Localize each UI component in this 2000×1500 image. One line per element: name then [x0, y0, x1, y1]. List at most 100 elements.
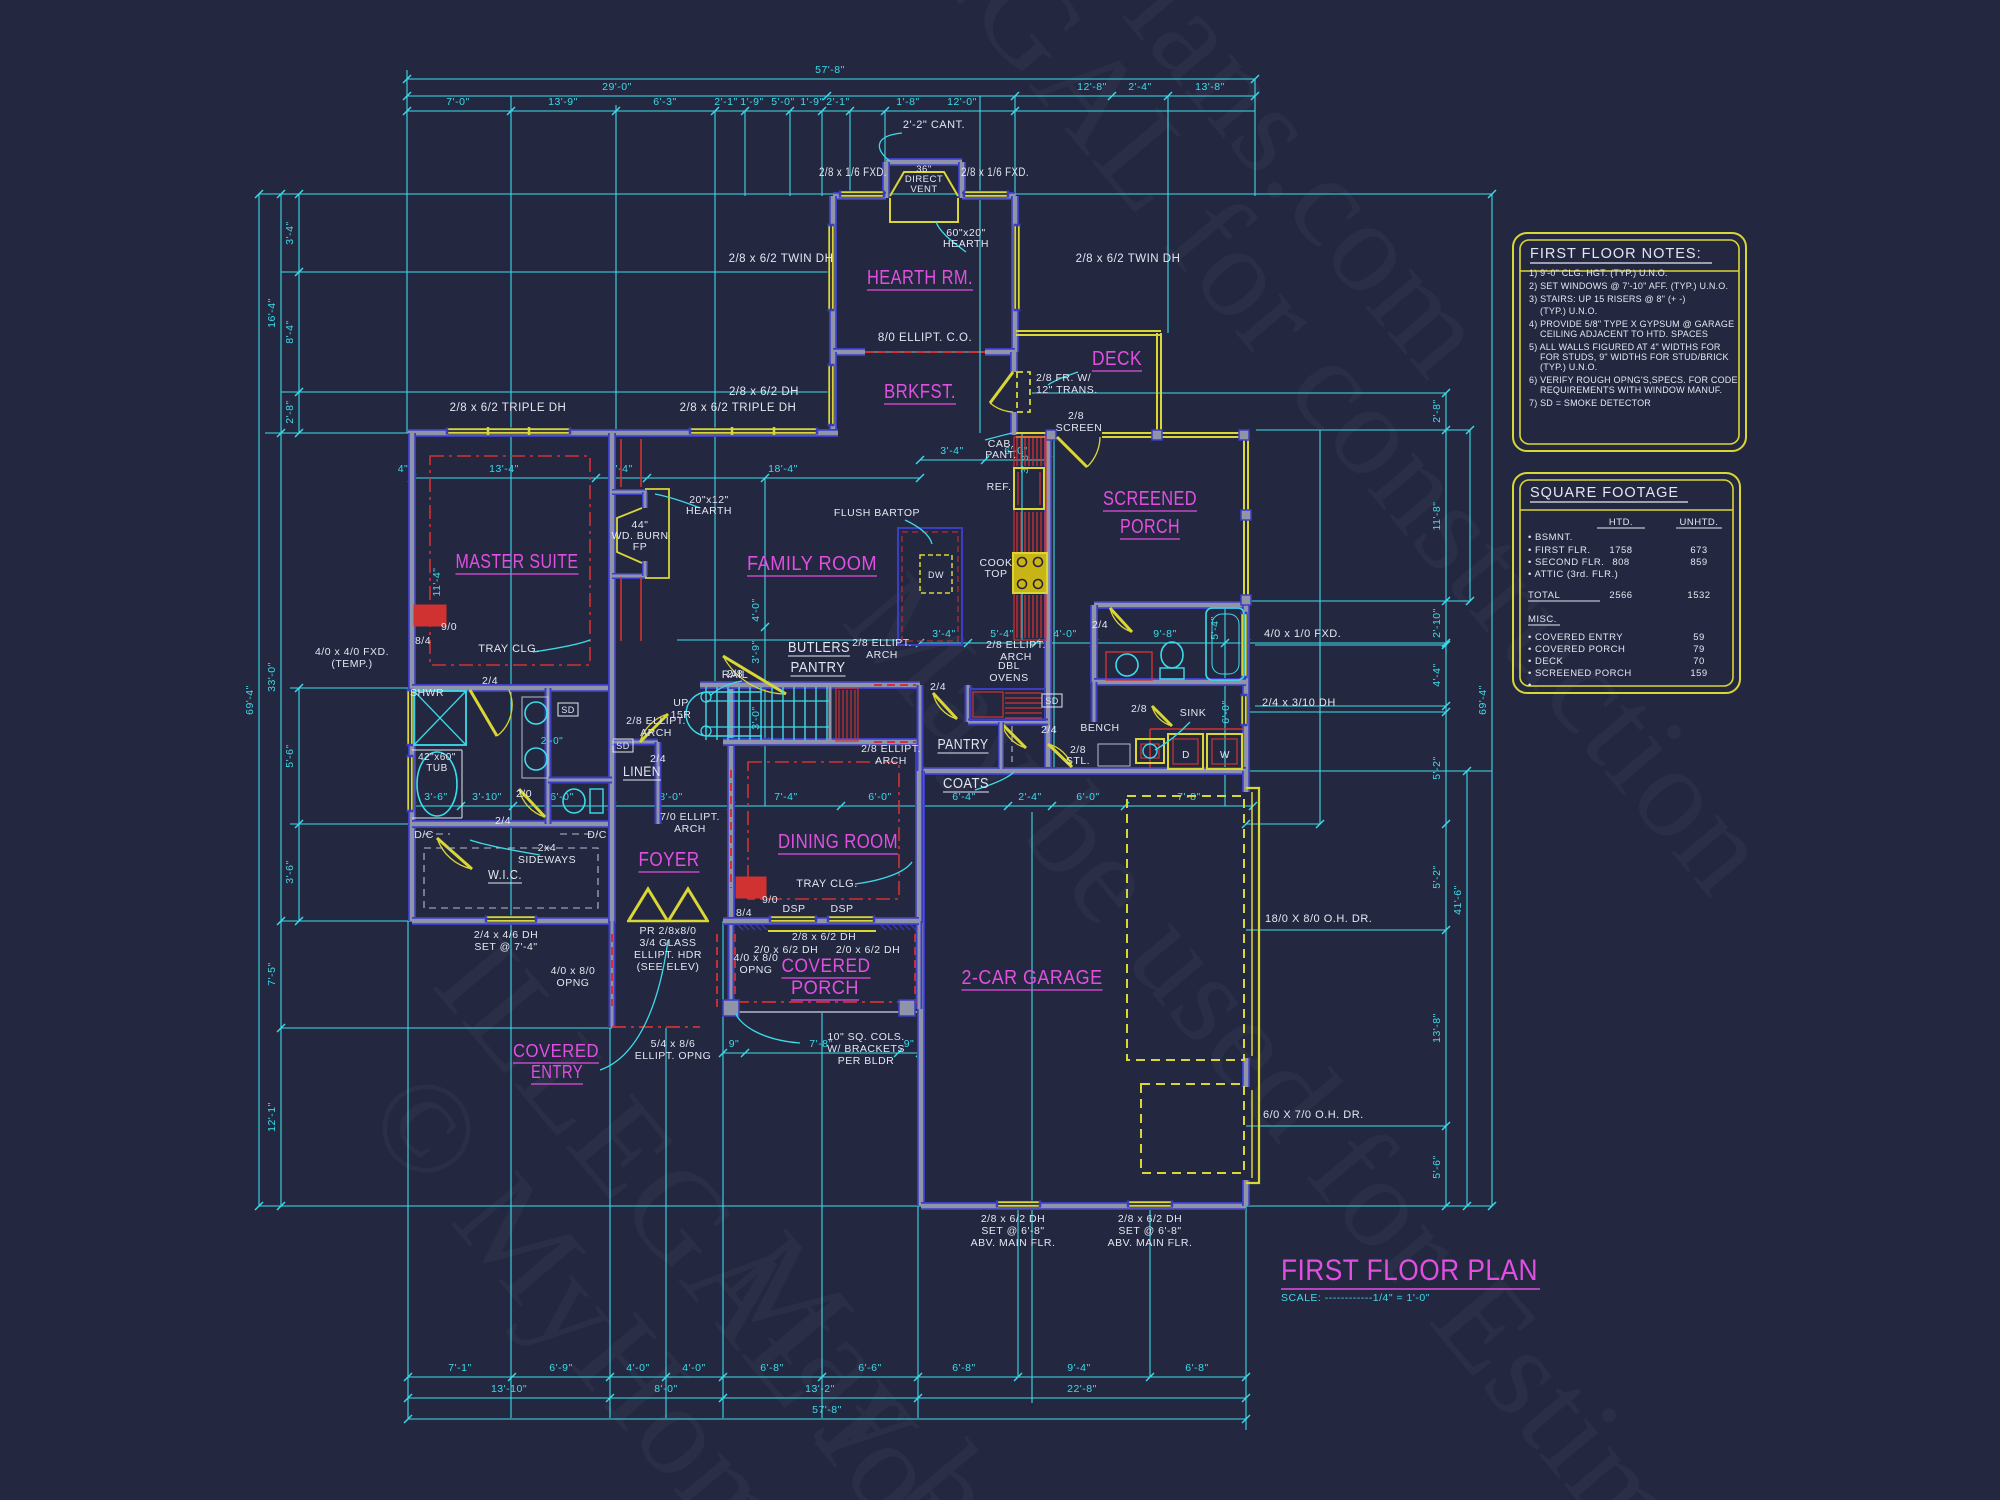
svg-text:ELLIPT. OPNG: ELLIPT. OPNG [635, 1050, 712, 1062]
svg-text:PANTRY: PANTRY [938, 736, 989, 753]
svg-text:ARCH: ARCH [866, 649, 898, 661]
svg-text:2566: 2566 [1609, 590, 1632, 601]
svg-text:4": 4" [398, 463, 409, 475]
svg-text:6'-8": 6'-8" [1185, 1362, 1208, 1374]
svg-text:SCREENED: SCREENED [1103, 488, 1197, 510]
svg-text:FIRST FLOOR NOTES:: FIRST FLOOR NOTES: [1530, 246, 1702, 262]
svg-text:HEARTH: HEARTH [943, 238, 989, 250]
svg-text:• COVERED ENTRY: • COVERED ENTRY [1528, 632, 1623, 643]
svg-text:FP: FP [633, 541, 647, 553]
svg-text:REF.: REF. [987, 481, 1012, 493]
svg-text:2/8 ELLIPT.: 2/8 ELLIPT. [986, 639, 1046, 651]
svg-text:COVERED: COVERED [513, 1041, 599, 1061]
svg-text:4'-0": 4'-0" [1053, 628, 1076, 640]
svg-text:SINK: SINK [1180, 707, 1207, 719]
svg-text:(TYP.) U.N.O.: (TYP.) U.N.O. [1540, 306, 1597, 316]
svg-text:2/8 x 6/2 DH: 2/8 x 6/2 DH [1118, 1213, 1182, 1225]
svg-text:7'-4": 7'-4" [774, 791, 797, 803]
svg-text:13'-8": 13'-8" [1431, 1013, 1443, 1043]
svg-text:9/0: 9/0 [441, 621, 457, 633]
svg-text:2/8 ELLIPT.: 2/8 ELLIPT. [852, 637, 912, 649]
svg-text:15R: 15R [671, 709, 692, 721]
svg-text:PORCH: PORCH [791, 978, 859, 999]
svg-text:7'-1": 7'-1" [448, 1362, 471, 1374]
svg-text:UNHTD.: UNHTD. [1680, 517, 1719, 528]
svg-text:3) STAIRS: UP 15 RISERS @ 8" (: 3) STAIRS: UP 15 RISERS @ 8" (+ -) [1529, 294, 1686, 304]
svg-text:2'-8": 2'-8" [284, 400, 296, 423]
svg-text:2'-10": 2'-10" [1431, 608, 1443, 638]
svg-text:44": 44" [632, 519, 649, 531]
svg-text:3'-6": 3'-6" [284, 860, 296, 883]
svg-text:8/4: 8/4 [415, 635, 431, 647]
svg-text:2'-1": 2'-1" [714, 96, 737, 108]
svg-text:3'-6": 3'-6" [424, 791, 447, 803]
svg-text:2/0: 2/0 [516, 788, 532, 800]
svg-text:13'-9": 13'-9" [548, 96, 578, 108]
svg-text:159: 159 [1690, 668, 1707, 679]
svg-text:BUTLERS: BUTLERS [788, 639, 850, 656]
svg-text:79: 79 [1693, 644, 1705, 655]
svg-text:5'-0": 5'-0" [771, 96, 794, 108]
svg-text:(TYP.) U.N.O.: (TYP.) U.N.O. [1540, 362, 1597, 372]
svg-text:6'-3": 6'-3" [653, 96, 676, 108]
svg-text:RAIL: RAIL [722, 669, 748, 681]
svg-text:9'-4": 9'-4" [1067, 1362, 1090, 1374]
svg-text:ELLIPT. HDR: ELLIPT. HDR [634, 949, 702, 961]
svg-text:673: 673 [1690, 545, 1707, 556]
svg-text:• ATTIC (3rd. FLR.): • ATTIC (3rd. FLR.) [1528, 569, 1618, 580]
svg-text:11'-8": 11'-8" [1431, 502, 1443, 531]
svg-text:2/8 ELLIPT.: 2/8 ELLIPT. [861, 743, 921, 755]
svg-text:2/8 FR. W/: 2/8 FR. W/ [1036, 372, 1091, 384]
svg-text:FIRST FLOOR PLAN: FIRST FLOOR PLAN [1281, 1254, 1538, 1287]
svg-text:4/0 x 8/0: 4/0 x 8/0 [734, 952, 779, 964]
svg-text:FOR STUDS, 9" WIDTHS FOR STUD/: FOR STUDS, 9" WIDTHS FOR STUD/BRICK [1540, 352, 1729, 362]
svg-text:60"x20": 60"x20" [946, 227, 986, 239]
svg-text:57'-8": 57'-8" [815, 64, 845, 76]
svg-text:10" SQ. COLS.: 10" SQ. COLS. [827, 1031, 904, 1043]
svg-text:DIRECT: DIRECT [905, 174, 943, 185]
svg-text:REQUIREMENTS WITH WINDOW MANUF: REQUIREMENTS WITH WINDOW MANUF. [1540, 385, 1722, 395]
svg-text:TOP: TOP [985, 568, 1008, 580]
svg-text:• SCREENED PORCH: • SCREENED PORCH [1528, 668, 1632, 679]
svg-text:FLUSH BARTOP: FLUSH BARTOP [834, 507, 920, 519]
svg-text:CEILING ADJACENT TO HTD. SPACE: CEILING ADJACENT TO HTD. SPACES [1540, 329, 1708, 339]
svg-text:SCALE: ------------1/4" = 1'-0: SCALE: ------------1/4" = 1'-0" [1281, 1292, 1430, 1304]
svg-text:5/4 x 8/6: 5/4 x 8/6 [651, 1038, 696, 1050]
svg-text:5'-6": 5'-6" [1431, 1155, 1443, 1178]
svg-text:20"x12": 20"x12" [689, 494, 729, 506]
svg-text:SET @ 6'-8": SET @ 6'-8" [981, 1225, 1044, 1237]
svg-text:2/8: 2/8 [1068, 410, 1084, 422]
svg-text:4/0 x 1/0 FXD.: 4/0 x 1/0 FXD. [1264, 628, 1341, 640]
svg-text:ABV. MAIN FLR.: ABV. MAIN FLR. [1108, 1237, 1193, 1249]
svg-text:1'-9": 1'-9" [800, 96, 823, 108]
svg-text:8'-0": 8'-0" [659, 791, 682, 803]
svg-text:6'-0": 6'-0" [550, 791, 573, 803]
svg-text:57'-8": 57'-8" [812, 1404, 842, 1416]
svg-text:4'-4": 4'-4" [1431, 663, 1443, 686]
svg-text:SD: SD [1045, 696, 1059, 706]
svg-text:1758: 1758 [1609, 545, 1632, 556]
svg-text:D: D [1182, 750, 1190, 761]
svg-text:DSP: DSP [782, 903, 805, 915]
svg-text:4) PROVIDE 5/8" TYPE X GYPSUM: 4) PROVIDE 5/8" TYPE X GYPSUM @ GARAGE [1529, 319, 1734, 329]
svg-text:8/4: 8/4 [736, 907, 752, 919]
svg-text:ARCH: ARCH [1000, 651, 1032, 663]
svg-text:5) ALL WALLS FIGURED AT 4" WID: 5) ALL WALLS FIGURED AT 4" WIDTHS FOR [1529, 342, 1721, 352]
svg-text:6'-8": 6'-8" [952, 1362, 975, 1374]
svg-text:MISC.: MISC. [1528, 614, 1557, 625]
svg-text:HTD.: HTD. [1609, 517, 1633, 528]
svg-text:6'-0": 6'-0" [1220, 700, 1232, 723]
svg-text:•: • [1528, 680, 1532, 691]
svg-text:ARCH: ARCH [875, 755, 907, 767]
svg-text:42"x60": 42"x60" [418, 752, 456, 763]
svg-text:2/4: 2/4 [930, 681, 946, 693]
svg-text:2/8 x 6/2 DH: 2/8 x 6/2 DH [981, 1213, 1045, 1225]
svg-text:6/0 X 7/0 O.H. DR.: 6/0 X 7/0 O.H. DR. [1263, 1109, 1364, 1121]
svg-text:7) SD = SMOKE DETECTOR: 7) SD = SMOKE DETECTOR [1529, 398, 1651, 408]
svg-text:9": 9" [729, 1038, 740, 1050]
svg-text:DBL: DBL [998, 660, 1020, 672]
svg-text:12" TRANS.: 12" TRANS. [1036, 384, 1098, 396]
svg-text:29'-0": 29'-0" [602, 81, 632, 93]
svg-text:BENCH: BENCH [1080, 722, 1119, 734]
svg-text:UP: UP [673, 697, 689, 709]
